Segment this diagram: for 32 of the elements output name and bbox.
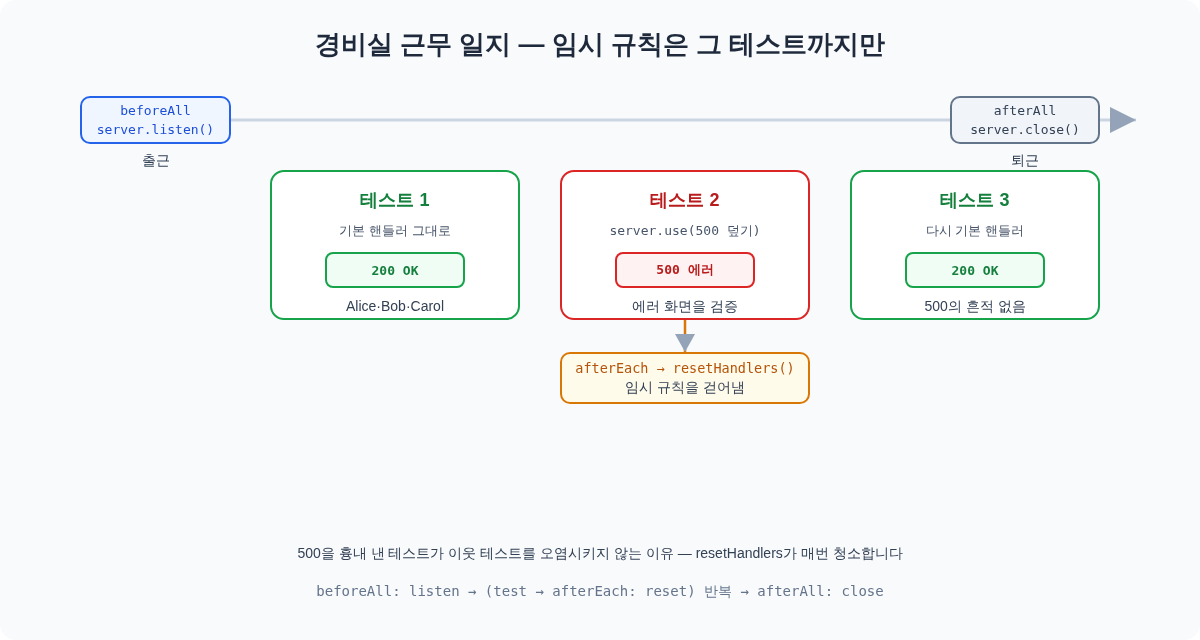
card-note: 기본 핸들러 그대로	[339, 222, 451, 240]
hook-call: server.close()	[970, 121, 1080, 139]
timeline-arrow	[1100, 107, 1136, 133]
flow-summary: beforeAll: listen → (test → afterEach: reset) 반복 → afterAll: close	[316, 582, 884, 601]
status-badge: 500 에러	[615, 252, 755, 288]
cleanup-note: 임시 규칙을 걷어냄	[625, 378, 745, 397]
hook-name: afterAll	[993, 102, 1057, 120]
test-card	[850, 170, 1100, 320]
cleanup-box	[560, 352, 810, 404]
test-card	[560, 170, 810, 320]
card-result: Alice·Bob·Carol	[346, 297, 444, 316]
card-result: 500의 흔적 없음	[924, 297, 1026, 316]
status-badge: 200 OK	[325, 252, 465, 288]
card-result: 에러 화면을 검증	[632, 297, 738, 316]
status-badge: 200 OK	[905, 252, 1045, 288]
cleanup-call: afterEach → resetHandlers()	[575, 359, 795, 378]
arrow	[676, 320, 694, 352]
card-note: 다시 기본 핸들러	[925, 222, 1025, 240]
diagram-title: 경비실 근무 일지 — 임시 규칙은 그 테스트까지만	[314, 28, 886, 61]
hook-call: server.listen()	[96, 121, 215, 139]
hook-name: beforeAll	[120, 102, 191, 120]
code-note: server.use(500 덮기)	[609, 222, 761, 240]
timeline-line	[231, 118, 950, 122]
hook-box	[80, 96, 231, 144]
test-card	[270, 170, 520, 320]
caption-text: 500을 흉내 낸 테스트가 이웃 테스트를 오염시키지 않는 이유 — resetHandlers가 매번 청소합니다	[297, 544, 903, 563]
time-caption: 퇴근	[1011, 151, 1039, 170]
hook-box	[950, 96, 1100, 144]
card-heading: 테스트 1	[360, 189, 430, 212]
card-heading: 테스트 3	[940, 189, 1010, 212]
card-heading: 테스트 2	[650, 189, 720, 212]
time-caption: 출근	[141, 151, 170, 170]
